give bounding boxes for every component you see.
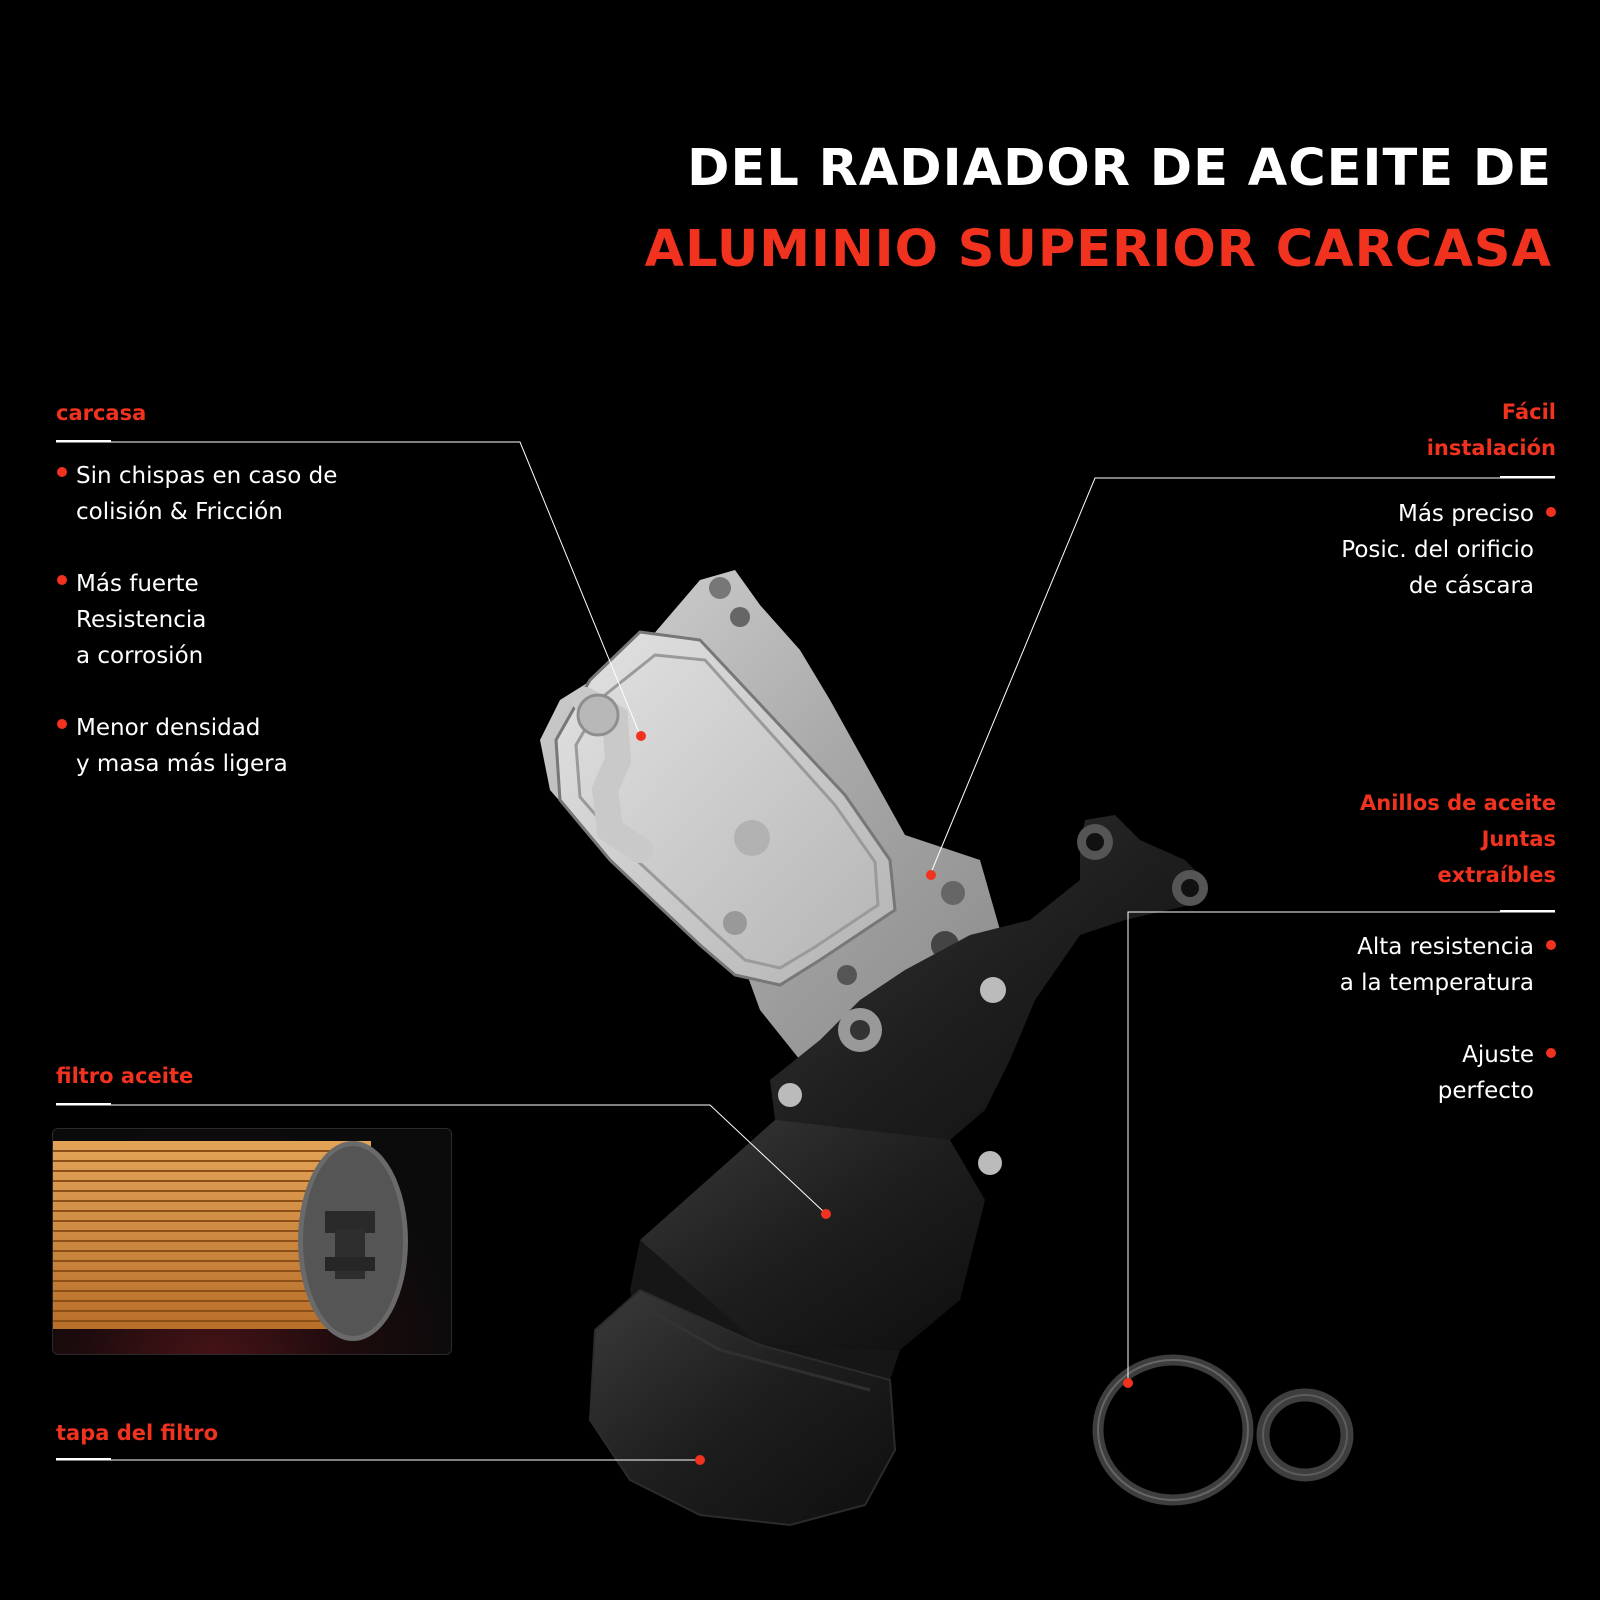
- bullet-carcasa-1: Sin chispas en caso de colisión & Fricci…: [57, 458, 338, 530]
- marker-carcasa: [636, 731, 646, 741]
- bullet-dot: [1546, 940, 1556, 950]
- oil-seal-rings: [1092, 1354, 1354, 1506]
- heading-carcasa: carcasa: [56, 401, 147, 425]
- bullet-instalacion-1: Más preciso Posic. del orificio de cásca…: [1134, 496, 1556, 604]
- rule-tapa: [56, 1458, 111, 1460]
- leader-instalacion: [929, 477, 1555, 876]
- bullet-line: Sin chispas en caso de: [76, 463, 338, 489]
- bullet-dot: [57, 719, 67, 729]
- heading-line: Juntas: [1481, 827, 1556, 851]
- filter-housing-body: [770, 815, 1208, 1175]
- bullet-line: Posic. del orificio: [1341, 537, 1534, 563]
- bullet-dot: [57, 575, 67, 585]
- bullet-line: Menor densidad: [76, 715, 261, 741]
- title-line-1: DEL RADIADOR DE ACEITE DE: [687, 139, 1552, 198]
- filter-end-cap: [298, 1141, 408, 1341]
- filter-cap: [588, 1288, 897, 1527]
- bullet-line: Ajuste: [1462, 1042, 1534, 1068]
- heading-line: Fácil: [1501, 400, 1556, 424]
- marker-instalacion: [926, 870, 936, 880]
- heading-tapa: tapa del filtro: [56, 1421, 219, 1445]
- leader-anillos: [1127, 911, 1555, 1382]
- rule-instalacion: [1500, 476, 1555, 478]
- heading-instalacion: Fácil instalación: [1156, 394, 1556, 466]
- bullet-line: Resistencia: [76, 607, 207, 633]
- bullet-line: a la temperatura: [1339, 970, 1534, 996]
- rule-filtro: [56, 1103, 111, 1105]
- bullet-dot: [1546, 507, 1556, 517]
- leader-filtro: [56, 1104, 826, 1214]
- heading-filtro: filtro aceite: [56, 1064, 194, 1088]
- bullet-line: Más preciso: [1397, 501, 1534, 527]
- bullet-line: Alta resistencia: [1357, 934, 1534, 960]
- rule-carcasa: [56, 440, 111, 442]
- marker-filtro: [821, 1209, 831, 1219]
- bullet-line: colisión & Fricción: [76, 499, 283, 525]
- bullet-dot: [1546, 1048, 1556, 1058]
- bullet-anillos-1: Alta resistencia a la temperatura: [1134, 929, 1556, 1001]
- bullet-line: Más fuerte: [76, 571, 199, 597]
- bullet-line: y masa más ligera: [76, 751, 288, 777]
- bullet-carcasa-3: Menor densidad y masa más ligera: [57, 710, 288, 782]
- marker-tapa: [695, 1455, 705, 1465]
- bullet-anillos-2: Ajuste perfecto: [1134, 1037, 1556, 1109]
- heading-line: Anillos de aceite: [1360, 791, 1556, 815]
- oil-cooler-core: [554, 630, 897, 987]
- bullet-line: de cáscara: [1408, 573, 1534, 599]
- leader-carcasa: [56, 441, 641, 736]
- bullet-line: perfecto: [1437, 1078, 1534, 1104]
- bullet-carcasa-2: Más fuerte Resistencia a corrosión: [57, 566, 207, 674]
- marker-anillos: [1123, 1378, 1133, 1388]
- heading-line: instalación: [1426, 436, 1556, 460]
- rule-anillos: [1500, 910, 1555, 912]
- oil-filter-image: [52, 1128, 452, 1355]
- title-line-2: ALUMINIO SUPERIOR CARCASA: [644, 220, 1552, 279]
- heading-anillos: Anillos de aceite Juntas extraíbles: [1156, 785, 1556, 893]
- bullet-line: a corrosión: [76, 643, 204, 669]
- bullet-dot: [57, 467, 67, 477]
- heading-line: extraíbles: [1437, 863, 1556, 887]
